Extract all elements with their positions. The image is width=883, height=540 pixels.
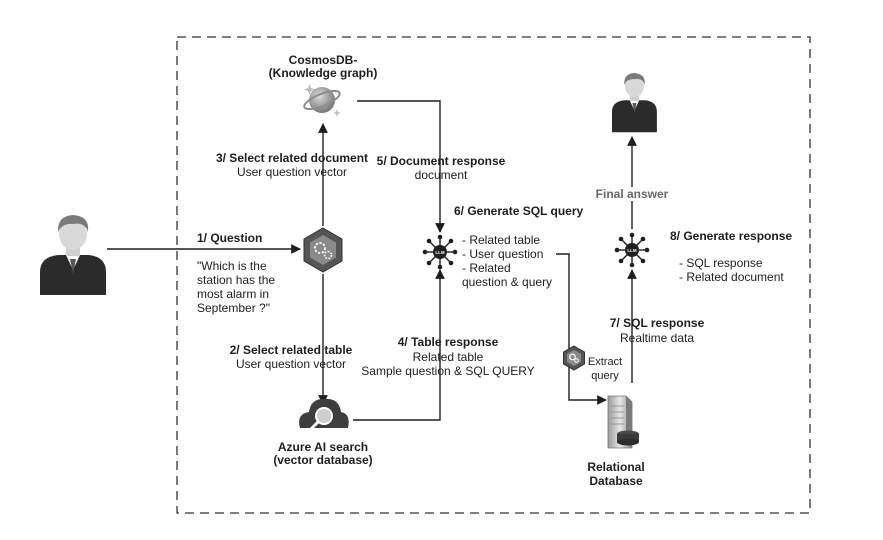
llm-icon: LLM: [422, 234, 458, 270]
user-icon: [40, 215, 106, 295]
step-2-title: 2/ Select related table: [229, 343, 353, 357]
step-1-quote: "Which is the: [197, 259, 267, 273]
step-4-body: Sample question & SQL QUERY: [361, 364, 535, 378]
orchestrator-icon: [563, 345, 585, 371]
llm-label: LLM: [627, 248, 636, 253]
step-6-item: - Related: [462, 261, 511, 275]
cosmosdb-icon: [303, 84, 341, 117]
step-4-title: 4/ Table response: [397, 335, 499, 349]
arrow-document-response: [357, 100, 445, 233]
relational-db-subtitle: Database: [589, 474, 643, 488]
step-1-quote: September ?": [197, 301, 270, 315]
relational-db-title: Relational: [587, 460, 645, 474]
azure-search-title: Azure AI search: [277, 440, 369, 454]
step-2-body: User question vector: [235, 357, 347, 371]
step-4-body: Related table: [412, 350, 484, 364]
step-1-quote: most alarm in: [197, 287, 270, 301]
step-3-body: User question vector: [236, 165, 348, 179]
step-8-item: - SQL response: [679, 256, 763, 270]
step-8-item: - Related document: [679, 270, 784, 284]
step-3-title: 3/ Select related document: [215, 151, 369, 165]
llm-icon: LLM: [614, 232, 650, 268]
arrow-sql-query: [556, 253, 607, 405]
cosmosdb-title: CosmosDB-: [288, 53, 358, 67]
step-6-title: 6/ Generate SQL query: [454, 204, 584, 218]
step-1-title: 1/ Question: [197, 231, 263, 245]
system-boundary: [176, 36, 811, 514]
step-1-quote: station has the: [197, 273, 276, 287]
step-6-item: - User question: [462, 247, 544, 261]
step-6-item: - Related table: [462, 233, 541, 247]
server-icon: [607, 395, 639, 449]
extract-query-label: query: [591, 370, 619, 382]
azure-ai-search-icon: [299, 398, 349, 431]
step-5-body: document: [414, 168, 468, 182]
final-answer-label: Final answer: [593, 187, 671, 201]
step-7-title: 7/ SQL response: [609, 316, 705, 330]
llm-label: LLM: [435, 250, 444, 255]
step-5-title: 5/ Document response: [376, 154, 506, 168]
user-icon: [612, 73, 657, 133]
step-8-title: 8/ Generate response: [670, 229, 793, 243]
extract-query-label: Extract: [587, 356, 623, 368]
cosmosdb-subtitle: (Knowledge graph): [268, 66, 378, 80]
orchestrator-icon: [303, 227, 343, 273]
step-7-body: Realtime data: [619, 331, 695, 345]
step-6-item: question & query: [462, 275, 553, 289]
arrow-table-response: [353, 269, 445, 421]
azure-search-subtitle: (vector database): [273, 453, 373, 467]
